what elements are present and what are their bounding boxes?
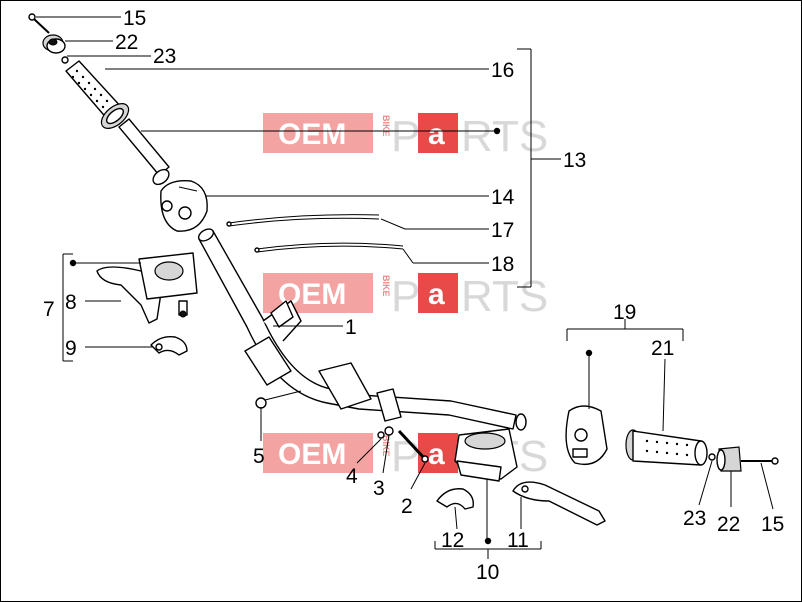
part-end-screw-right xyxy=(741,457,779,465)
watermark-oem-bg xyxy=(263,433,373,473)
watermark-rts-text: RTS xyxy=(461,112,548,161)
watermark-a-bg xyxy=(418,113,458,153)
part-end-screw-left xyxy=(28,13,50,34)
label-11: 11 xyxy=(507,529,529,552)
label-2: 2 xyxy=(401,495,413,518)
label-1: 1 xyxy=(345,316,357,339)
watermark-bike-text: BIKE xyxy=(381,115,391,137)
watermark-bike-text: BIKE xyxy=(381,275,391,297)
label-14: 14 xyxy=(491,186,515,209)
part-switch-right xyxy=(565,405,608,466)
label-7: 7 xyxy=(43,298,55,321)
watermark-a-bg xyxy=(418,273,458,313)
part-brake-left xyxy=(96,252,198,324)
part-bolt-2 xyxy=(397,429,429,463)
label-22-bottom: 22 xyxy=(717,513,740,536)
label-9: 9 xyxy=(65,337,77,360)
label-19: 19 xyxy=(613,301,636,324)
part-clamp-left xyxy=(150,335,188,356)
part-washer-3 xyxy=(384,426,394,436)
leader-dots xyxy=(69,127,593,545)
label-18: 18 xyxy=(491,253,514,276)
part-washer-4 xyxy=(377,431,385,439)
watermark-rts-text: RTS xyxy=(461,272,548,321)
label-4: 4 xyxy=(346,465,358,488)
watermark-a-bg xyxy=(418,433,458,473)
label-16: 16 xyxy=(491,59,514,82)
label-15-bottom: 15 xyxy=(761,513,784,536)
label-12: 12 xyxy=(441,529,464,552)
part-bar-end-left xyxy=(42,34,66,54)
watermark-middle: OEM BIKE P a RTS xyxy=(263,272,548,321)
part-master-cylinder-right xyxy=(454,428,518,482)
label-23-bottom: 23 xyxy=(683,507,706,530)
part-cable-17 xyxy=(228,214,380,224)
label-13: 13 xyxy=(563,149,586,172)
watermark-oem-text: OEM xyxy=(278,438,346,471)
watermark-top: OEM BIKE P a RTS xyxy=(263,112,548,161)
watermark-a-text: a xyxy=(428,278,445,311)
watermark-oem-text: OEM xyxy=(278,118,346,151)
label-3: 3 xyxy=(373,477,385,500)
watermark-a-text: a xyxy=(428,118,445,151)
part-lever-right xyxy=(512,481,606,526)
part-handlebar xyxy=(197,228,527,431)
watermark-p-text: P xyxy=(391,272,420,321)
label-17: 17 xyxy=(491,219,514,242)
part-bar-end-right xyxy=(716,446,742,472)
watermark-a-text: a xyxy=(428,438,445,471)
label-21: 21 xyxy=(651,337,674,360)
label-22-top: 22 xyxy=(115,31,138,54)
part-grip-left xyxy=(65,60,130,129)
label-8: 8 xyxy=(65,291,77,314)
part-cable-18 xyxy=(256,242,404,250)
watermark-p-text: P xyxy=(391,112,420,161)
callout-labels: 15 22 23 16 13 14 17 18 7 8 9 1 19 21 5 … xyxy=(43,7,784,584)
part-grip-right xyxy=(625,429,708,466)
leader-lines xyxy=(36,16,774,559)
part-washer-left xyxy=(61,56,69,64)
label-23-top: 23 xyxy=(153,45,176,68)
part-nut-5 xyxy=(255,397,267,409)
part-clamp-right xyxy=(436,488,474,510)
label-5: 5 xyxy=(253,445,265,468)
watermark-oem-bg xyxy=(263,113,373,153)
part-washer-right xyxy=(708,453,716,461)
watermark-bike-text: BIKE xyxy=(381,435,391,457)
part-switch-left xyxy=(160,180,208,232)
part-throttle-tube xyxy=(118,118,170,186)
label-10: 10 xyxy=(476,561,499,584)
label-15-top: 15 xyxy=(123,7,146,30)
